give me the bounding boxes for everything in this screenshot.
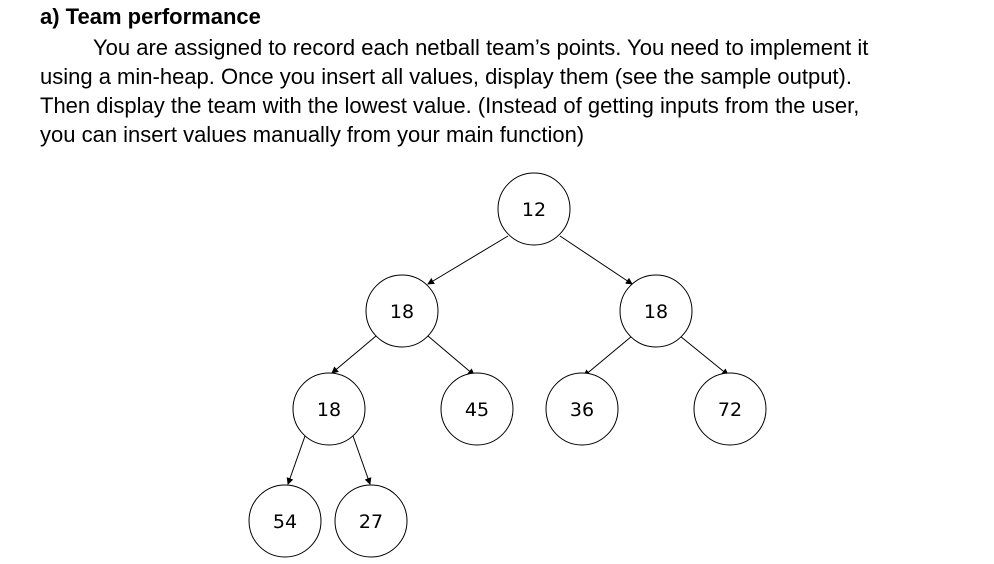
description-line-3: Then display the team with the lowest va… — [40, 93, 860, 118]
edge-12-to-right-18 — [559, 235, 633, 285]
description-line-2: using a min-heap. Once you insert all va… — [40, 64, 852, 89]
node-value: 12 — [522, 199, 546, 221]
edge-12-to-left-18 — [427, 235, 509, 285]
description-line-1: You are assigned to record each netball … — [93, 35, 869, 60]
node-value: 18 — [644, 301, 668, 323]
task-description: You are assigned to record each netball … — [40, 33, 990, 149]
edge-18-to-27 — [352, 435, 372, 485]
node-value: 45 — [465, 399, 489, 421]
node-value: 54 — [273, 511, 297, 533]
heap-node-level2-2: 45 — [440, 372, 514, 446]
heap-node-level3-1: 54 — [248, 484, 322, 558]
node-value: 36 — [570, 399, 594, 421]
heap-node-level2-3: 36 — [545, 372, 619, 446]
edge-left-18-to-45 — [427, 335, 475, 376]
node-value: 18 — [390, 301, 414, 323]
edge-right-18-to-36 — [583, 335, 633, 377]
heap-node-level2-4: 72 — [693, 372, 767, 446]
node-value: 27 — [359, 511, 383, 533]
node-value: 72 — [718, 399, 742, 421]
heap-node-level1-right: 18 — [619, 274, 693, 348]
heap-node-level3-2: 27 — [334, 484, 408, 558]
heap-node-root: 12 — [497, 172, 571, 246]
description-line-4: you can insert values manually from your… — [40, 122, 585, 147]
node-value: 18 — [317, 399, 341, 421]
section-heading: a) Team performance — [40, 4, 261, 29]
edge-right-18-to-72 — [679, 335, 729, 376]
heap-node-level1-left: 18 — [365, 274, 439, 348]
edge-left-18-to-child-18 — [331, 335, 377, 374]
heap-node-level2-1: 18 — [292, 372, 366, 446]
edge-18-to-54 — [286, 435, 306, 485]
